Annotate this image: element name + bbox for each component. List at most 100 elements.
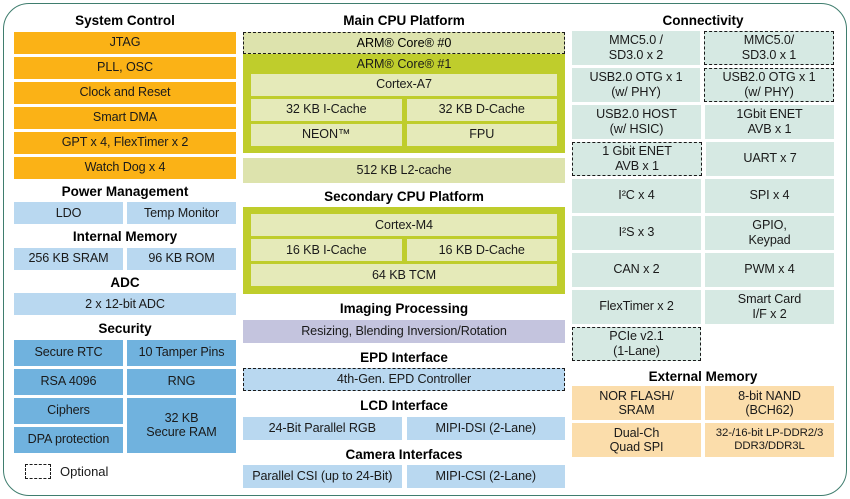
block-smart-dma[interactable]: Smart DMA [14, 106, 236, 129]
line1: Dual-Ch [613, 425, 660, 440]
block-rom[interactable]: 96 KB ROM [127, 247, 236, 270]
block-gpio-keypad[interactable]: GPIO, Keypad [705, 215, 834, 250]
section-title-connectivity: Connectivity [662, 13, 744, 28]
block-jtag[interactable]: JTAG [14, 31, 236, 54]
block-clock-and-reset[interactable]: Clock and Reset [14, 81, 236, 104]
block-mipi-dsi[interactable]: MIPI-DSI (2-Lane) [406, 416, 565, 440]
section-title-power-management: Power Management [61, 183, 189, 199]
secure-ram-line1: 32 KB [164, 410, 199, 425]
block-usb-otg[interactable]: USB2.0 OTG x 1 (w/ PHY) [572, 67, 700, 102]
block-enet-avb-optional[interactable]: 1 Gbit ENET AVB x 1 [572, 141, 702, 176]
block-gpt-flextimer[interactable]: GPT x 4, FlexTimer x 2 [14, 131, 236, 154]
block-ddr[interactable]: 32-/16-bit LP-DDR2/3 DDR3/DDR3L [705, 423, 834, 457]
block-nor-flash-sram[interactable]: NOR FLASH/ SRAM [572, 386, 701, 420]
block-secure-ram[interactable]: 32 KB Secure RAM [127, 397, 236, 453]
block-uart[interactable]: UART x 7 [706, 141, 834, 176]
connectivity-row: CAN x 2 PWM x 4 [572, 252, 834, 287]
dashed-box-icon [25, 464, 51, 479]
block-fpu[interactable]: FPU [406, 123, 557, 146]
block-temp-monitor[interactable]: Temp Monitor [127, 202, 236, 224]
right-column: Connectivity MMC5.0 / SD3.0 x 2 MMC5.0/ … [572, 14, 834, 457]
middle-column: Main CPU Platform ARM® Core® #0 ARM® Cor… [243, 14, 565, 488]
left-column: System Control JTAG PLL, OSC Clock and R… [14, 14, 236, 453]
block-mmc-sd-x1-optional[interactable]: MMC5.0/ SD3.0 x 1 [704, 30, 834, 65]
line2: (BCH62) [745, 403, 794, 417]
line1: PCIe v2.1 [609, 329, 664, 344]
block-mmc-sd-x2[interactable]: MMC5.0 / SD3.0 x 2 [572, 30, 700, 65]
block-m4-dcache[interactable]: 16 KB D-Cache [406, 239, 557, 261]
block-nand[interactable]: 8-bit NAND (BCH62) [705, 386, 834, 420]
block-parallel-csi[interactable]: Parallel CSI (up to 24-Bit) [243, 465, 402, 488]
line1: 1Gbit ENET [736, 107, 803, 122]
block-l2-cache[interactable]: 512 KB L2-cache [243, 157, 565, 183]
line2: AVB x 1 [747, 121, 792, 136]
block-parallel-rgb[interactable]: 24-Bit Parallel RGB [243, 416, 402, 440]
block-flextimer[interactable]: FlexTimer x 2 [572, 289, 701, 324]
block-tcm[interactable]: 64 KB TCM [251, 264, 557, 286]
secure-ram-line2: Secure RAM [146, 425, 217, 439]
block-quad-spi[interactable]: Dual-Ch Quad SPI [572, 423, 701, 457]
block-adc[interactable]: 2 x 12-bit ADC [14, 293, 236, 315]
block-sram[interactable]: 256 KB SRAM [14, 247, 123, 270]
block-secure-rtc[interactable]: Secure RTC [14, 339, 123, 366]
block-a7-dcache[interactable]: 32 KB D-Cache [406, 98, 557, 121]
block-can[interactable]: CAN x 2 [572, 252, 701, 287]
line1: NOR FLASH/ [599, 388, 674, 403]
line2: DDR3/DDR3L [734, 440, 805, 452]
section-title-main-cpu: Main CPU Platform [343, 13, 465, 28]
block-i2c[interactable]: I²C x 4 [572, 178, 701, 213]
section-title-internal-memory: Internal Memory [72, 229, 178, 244]
block-ldo[interactable]: LDO [14, 202, 123, 224]
line1: 8-bit NAND [738, 388, 801, 403]
block-m4-icache[interactable]: 16 KB I-Cache [251, 239, 402, 261]
group-power-management: LDO Temp Monitor [14, 202, 236, 224]
block-rng[interactable]: RNG [127, 368, 236, 395]
block-enet-avb-1[interactable]: 1Gbit ENET AVB x 1 [705, 104, 834, 139]
section-title-system-control: System Control [75, 13, 175, 28]
line2: SD3.0 x 2 [608, 47, 664, 62]
connectivity-row: I²S x 3 GPIO, Keypad [572, 215, 834, 250]
block-a7-icache[interactable]: 32 KB I-Cache [251, 98, 402, 121]
block-rsa-4096[interactable]: RSA 4096 [14, 368, 123, 395]
group-system-control: JTAG PLL, OSC Clock and Reset Smart DMA … [14, 31, 236, 179]
section-title-imaging: Imaging Processing [339, 301, 469, 316]
block-usb-host-hsic[interactable]: USB2.0 HOST (w/ HSIC) [572, 104, 701, 139]
section-title-adc: ADC [110, 274, 140, 290]
group-camera: Parallel CSI (up to 24-Bit) MIPI-CSI (2-… [243, 465, 565, 488]
block-cortex-m4[interactable]: Cortex-M4 [251, 214, 557, 236]
block-watch-dog[interactable]: Watch Dog x 4 [14, 156, 236, 179]
block-ciphers[interactable]: Ciphers [14, 397, 123, 424]
block-imaging-processing[interactable]: Resizing, Blending Inversion/Rotation [243, 319, 565, 343]
line2: Keypad [748, 232, 791, 247]
line1: CAN x 2 [613, 262, 660, 277]
block-pwm[interactable]: PWM x 4 [705, 252, 834, 287]
line1: USB2.0 OTG x 1 [589, 70, 683, 85]
connectivity-row: MMC5.0 / SD3.0 x 2 MMC5.0/ SD3.0 x 1 [572, 30, 834, 65]
block-spi[interactable]: SPI x 4 [705, 178, 834, 213]
line1: USB2.0 HOST [596, 107, 677, 122]
block-pcie-optional[interactable]: PCIe v2.1 (1-Lane) [572, 326, 701, 361]
block-epd-controller[interactable]: 4th-Gen. EPD Controller [243, 368, 565, 391]
block-neon[interactable]: NEON™ [251, 123, 402, 146]
line1: USB2.0 OTG x 1 [722, 70, 816, 85]
block-dpa-protection[interactable]: DPA protection [14, 426, 123, 453]
arm-core-0-text: ARM® Core® #0 [356, 35, 452, 50]
line2: AVB x 1 [615, 158, 659, 173]
block-arm-core-0[interactable]: ARM® Core® #0 [243, 31, 565, 54]
block-smart-card[interactable]: Smart Card I/F x 2 [705, 289, 834, 324]
legend-label: Optional [60, 464, 109, 479]
block-cortex-a7[interactable]: Cortex-A7 [251, 73, 557, 96]
block-tamper-pins[interactable]: 10 Tamper Pins [127, 339, 236, 366]
group-secondary-cpu[interactable]: Cortex-M4 16 KB I-Cache 16 KB D-Cache 64… [243, 207, 565, 294]
line1: I²S x 3 [618, 225, 655, 240]
block-pll-osc[interactable]: PLL, OSC [14, 56, 236, 79]
block-i2s[interactable]: I²S x 3 [572, 215, 701, 250]
line1: GPIO, [752, 218, 787, 233]
line2: SRAM [618, 403, 655, 417]
block-usb-otg-optional[interactable]: USB2.0 OTG x 1 (w/ PHY) [704, 67, 834, 102]
line1: MMC5.0/ [743, 33, 795, 48]
section-title-security: Security [98, 321, 152, 336]
block-arm-core-1[interactable]: ARM® Core® #1 Cortex-A7 32 KB I-Cache 32… [243, 51, 565, 153]
block-mipi-csi[interactable]: MIPI-CSI (2-Lane) [406, 465, 565, 488]
